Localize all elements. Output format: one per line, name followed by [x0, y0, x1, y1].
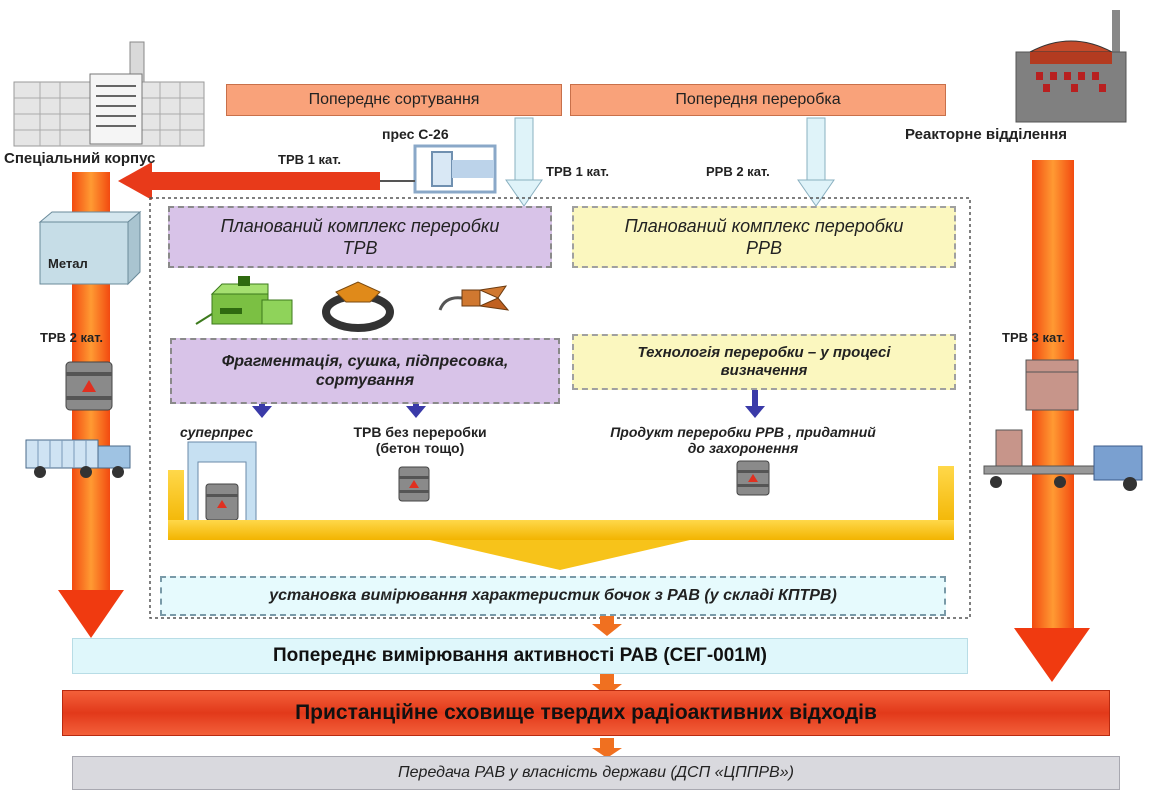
trv3-label: ТРВ 3 кат. [1002, 330, 1066, 345]
rrv2-label: РРВ 2 кат. [706, 164, 770, 179]
right-flow-arrow [1014, 160, 1090, 682]
processing-down-arrow [797, 117, 835, 207]
hydraulic-shears-icon [438, 285, 510, 311]
complex-rrv-box: Планований комплекс переробки РРВ [572, 206, 956, 268]
processing-label: Попередня переробка [675, 91, 841, 108]
complex-rrv-label: Планований комплекс переробки РРВ [624, 215, 904, 259]
press-label: прес С-26 [382, 126, 449, 142]
technology-box: Технологія переробки – у процесі визначе… [572, 334, 956, 390]
storage-bar: Пристанційне сховище твердих радіоактивн… [62, 690, 1110, 736]
press-to-left-arrow [118, 162, 380, 200]
trv-no-processing-label: ТРВ без переробки (бетон тощо) [353, 424, 487, 457]
transfer-bar: Передача РАВ у власність держави (ДСП «Ц… [72, 756, 1120, 790]
storage-label: Пристанційне сховище твердих радіоактивн… [295, 701, 877, 724]
measurement-bar: Попереднє вимірювання активності РАВ (СЕ… [72, 638, 968, 674]
product-label: Продукт переробки РРВ , придатний до зах… [610, 424, 876, 457]
center-dashed-frame [149, 197, 971, 619]
orange-step-arrows [592, 614, 622, 758]
fragmentation-box: Фрагментація, сушка, підпресовка, сортув… [170, 338, 560, 404]
superpress-label: суперпрес [180, 424, 254, 440]
building-label: Спеціальний корпус [4, 150, 156, 167]
complex-trv-label: Планований комплекс переробки ТРВ [220, 215, 500, 259]
processing-plant-icon [195, 276, 293, 325]
installation-box: установка вимірювання характеристик бочо… [160, 576, 946, 616]
installation-label: установка вимірювання характеристик бочо… [269, 587, 837, 604]
transfer-label: Передача РАВ у власність держави (ДСП «Ц… [398, 764, 794, 781]
special-building-icon [13, 41, 205, 147]
right-truck-icon [983, 429, 1143, 491]
right-container-icon [1025, 359, 1079, 411]
trv2-label: ТРВ 2 кат. [40, 330, 104, 345]
complex-trv-box: Планований комплекс переробки ТРВ [168, 206, 552, 268]
trv-barrel-icon [398, 466, 430, 502]
rrv-barrel-icon [736, 460, 770, 496]
ring-cutter-icon [322, 281, 394, 332]
left-barrel-icon [65, 361, 113, 411]
fragmentation-label: Фрагментація, сушка, підпресовка, сортув… [221, 352, 509, 389]
sorting-box: Попереднє сортування [226, 84, 562, 116]
reactor-label: Реакторне відділення [905, 126, 1068, 143]
sorting-label: Попереднє сортування [308, 91, 480, 108]
press-trv1-label: ТРВ 1 кат. [278, 152, 342, 167]
metal-box-icon [38, 210, 142, 286]
processing-box: Попередня переробка [570, 84, 946, 116]
reactor-building-icon [1015, 10, 1127, 123]
technology-label: Технологія переробки – у процесі визначе… [637, 344, 891, 379]
trv1-label: ТРВ 1 кат. [546, 164, 610, 179]
left-truck-icon [25, 439, 131, 478]
superpress-icon [187, 441, 257, 523]
press-icon [380, 144, 497, 194]
sorting-down-arrow [505, 117, 543, 207]
yellow-collector-arrow [168, 466, 954, 570]
metal-label: Метал [48, 256, 88, 271]
measurement-label: Попереднє вимірювання активності РАВ (СЕ… [272, 645, 768, 666]
